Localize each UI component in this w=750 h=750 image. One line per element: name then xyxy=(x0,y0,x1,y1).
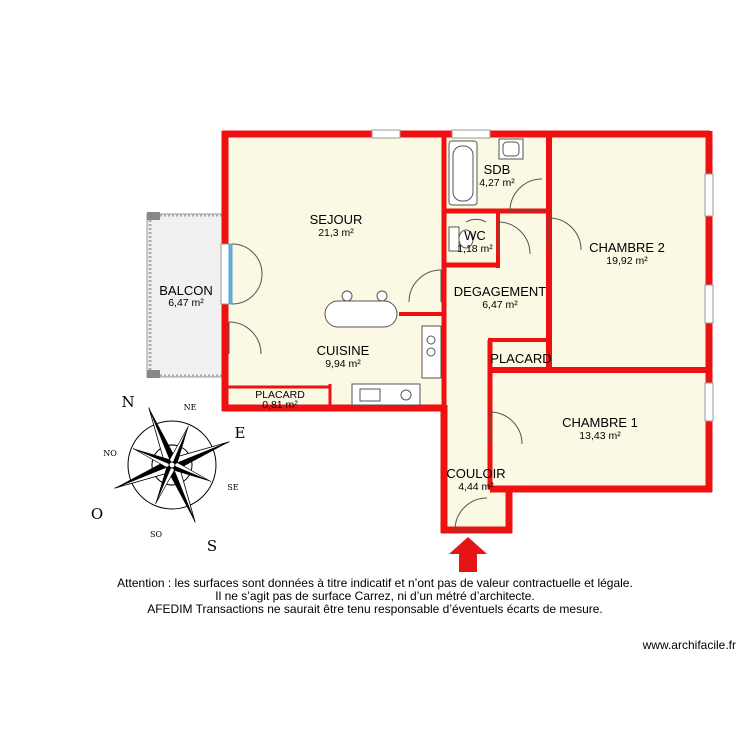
compass-labels: N S E O NE NO SE SO xyxy=(91,393,246,555)
wc-area: 1,18 m² xyxy=(457,243,493,255)
cuisine-area: 9,94 m² xyxy=(325,358,361,370)
compass-no: NO xyxy=(103,449,117,458)
cuisine-label: CUISINE xyxy=(317,343,370,358)
kitchen-counter xyxy=(351,383,421,406)
placard-chambre-label: PLACARD xyxy=(490,351,551,366)
wc-label: WC xyxy=(464,228,486,243)
placard-cuisine-label: PLACARD xyxy=(255,389,305,401)
degagement-label: DEGAGEMENT xyxy=(454,284,547,299)
compass-e: E xyxy=(235,424,246,442)
kitchen-island xyxy=(324,300,398,328)
chambre1-area: 13,43 m² xyxy=(579,430,621,442)
fixtures xyxy=(324,138,524,406)
balcon-label: BALCON xyxy=(159,283,212,298)
room-labels: SEJOUR 21,3 m² SDB 4,27 m² WC 1,18 m² BA… xyxy=(159,162,665,493)
windows xyxy=(220,129,714,422)
couloir-label: COULOIR xyxy=(446,466,505,481)
balcony-area xyxy=(146,212,223,378)
couloir-area: 4,44 m² xyxy=(458,481,494,493)
sejour-label: SEJOUR xyxy=(310,212,363,227)
entrance-arrow-icon xyxy=(449,537,487,572)
compass-s: S xyxy=(207,537,217,555)
compass-ne: NE xyxy=(184,403,197,412)
sdb-label: SDB xyxy=(484,162,511,177)
sdb-area: 4,27 m² xyxy=(479,177,515,189)
stove xyxy=(421,325,442,379)
chambre2-area: 19,92 m² xyxy=(606,255,648,267)
website-link[interactable]: www.archifacile.fr xyxy=(642,638,736,652)
sejour-area: 21,3 m² xyxy=(318,227,354,239)
compass-o: O xyxy=(91,505,103,523)
compass-se: SE xyxy=(227,483,238,492)
balcon-area: 6,47 m² xyxy=(168,297,204,309)
degagement-area: 6,47 m² xyxy=(482,299,518,311)
compass-so: SO xyxy=(150,530,162,539)
compass-rose-icon xyxy=(114,407,230,523)
chambre1-label: CHAMBRE 1 xyxy=(562,415,638,430)
compass-n: N xyxy=(121,393,134,411)
bathroom-sink xyxy=(498,138,524,160)
disclaimer-line-3: AFEDIM Transactions ne saurait être tenu… xyxy=(147,602,603,616)
disclaimer-line-2: Il ne s’agit pas de surface Carrez, ni d… xyxy=(215,589,535,603)
doors xyxy=(228,178,582,531)
disclaimer-line-1: Attention : les surfaces sont données à … xyxy=(117,576,633,590)
chambre2-label: CHAMBRE 2 xyxy=(589,240,665,255)
bathtub xyxy=(448,140,478,206)
placard-cuisine-area: 0,81 m² xyxy=(262,399,298,411)
